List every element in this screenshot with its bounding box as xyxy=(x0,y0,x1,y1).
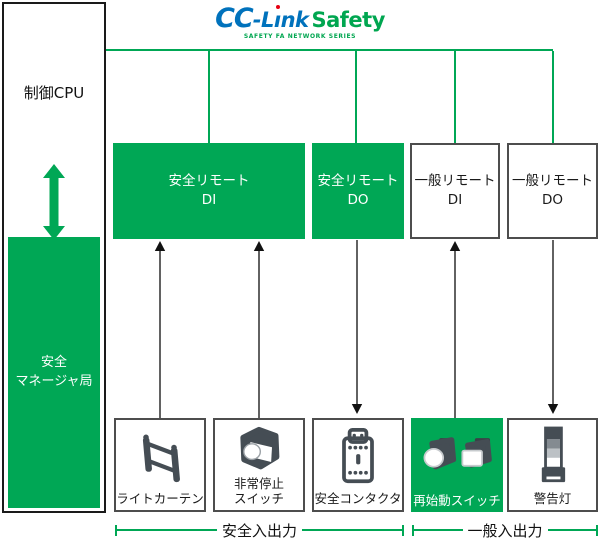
safety-remote-do-box: 安全リモート DO xyxy=(312,143,404,239)
general-remote-di-box: 一般リモート DI xyxy=(410,143,500,239)
light-curtain-label: ライトカーテン xyxy=(116,490,204,506)
general-io-group-bracket: 一般入出力 xyxy=(412,521,599,540)
logo-text-safety: Safety xyxy=(311,8,385,32)
restart-switch-label: 再始動スイッチ xyxy=(413,492,501,508)
safety-manager-station-label: 安全 マネージャ局 xyxy=(15,355,93,389)
safety-remote-di-label: 安全リモート DI xyxy=(168,173,250,208)
up-arrow-icon xyxy=(449,241,461,251)
restart-switch-icon xyxy=(423,437,492,470)
light-curtain-box: ライトカーテン xyxy=(114,418,206,512)
safety-io-group-label: 安全入出力 xyxy=(222,521,298,540)
emergency-stop-box: 非常停止 スイッチ xyxy=(213,418,305,512)
bidirectional-arrow-icon xyxy=(43,164,65,240)
control-cpu-label: 制御CPU xyxy=(23,84,85,102)
safety-contactor-icon xyxy=(342,427,374,483)
warning-light-icon xyxy=(541,426,565,482)
bus-drop-line xyxy=(355,51,357,143)
warning-light-label: 警告灯 xyxy=(533,490,572,506)
emergency-stop-label: 非常停止 スイッチ xyxy=(233,476,284,506)
network-bus-line xyxy=(106,49,553,51)
restart-switch-box: 再始動スイッチ xyxy=(411,418,503,512)
safety-remote-do-label: 安全リモート DO xyxy=(317,173,399,208)
logo-tagline: SAFETY FA NETWORK SERIES xyxy=(243,33,357,40)
safety-io-group-bracket: 安全入出力 xyxy=(115,521,405,540)
up-arrow-icon xyxy=(253,241,265,251)
emergency-stop-icon xyxy=(240,426,280,469)
bus-drop-line xyxy=(454,51,456,143)
light-curtain-icon xyxy=(142,434,180,482)
up-arrow-icon xyxy=(154,241,166,251)
down-arrow-icon xyxy=(547,404,559,414)
down-arrow-icon xyxy=(351,404,363,414)
warning-light-box: 警告灯 xyxy=(507,418,598,512)
bus-drop-line xyxy=(208,51,210,143)
logo-text-cc: CC xyxy=(215,3,254,34)
logo-red-dot-icon xyxy=(275,5,280,9)
control-cpu-box: 制御CPU 安全 マネージャ局 xyxy=(2,2,106,513)
bus-drop-line xyxy=(552,51,554,143)
general-io-group-label: 一般入出力 xyxy=(467,521,543,540)
safety-manager-station-box: 安全 マネージャ局 xyxy=(8,237,100,508)
safety-contactor-label: 安全コンタクタ xyxy=(314,490,402,506)
general-remote-do-box: 一般リモート DO xyxy=(507,143,598,239)
general-remote-di-label: 一般リモート DI xyxy=(414,173,496,208)
safety-contactor-box: 安全コンタクタ xyxy=(312,418,404,512)
safety-remote-di-box: 安全リモート DI xyxy=(113,143,305,239)
general-remote-do-label: 一般リモート DO xyxy=(512,173,593,208)
